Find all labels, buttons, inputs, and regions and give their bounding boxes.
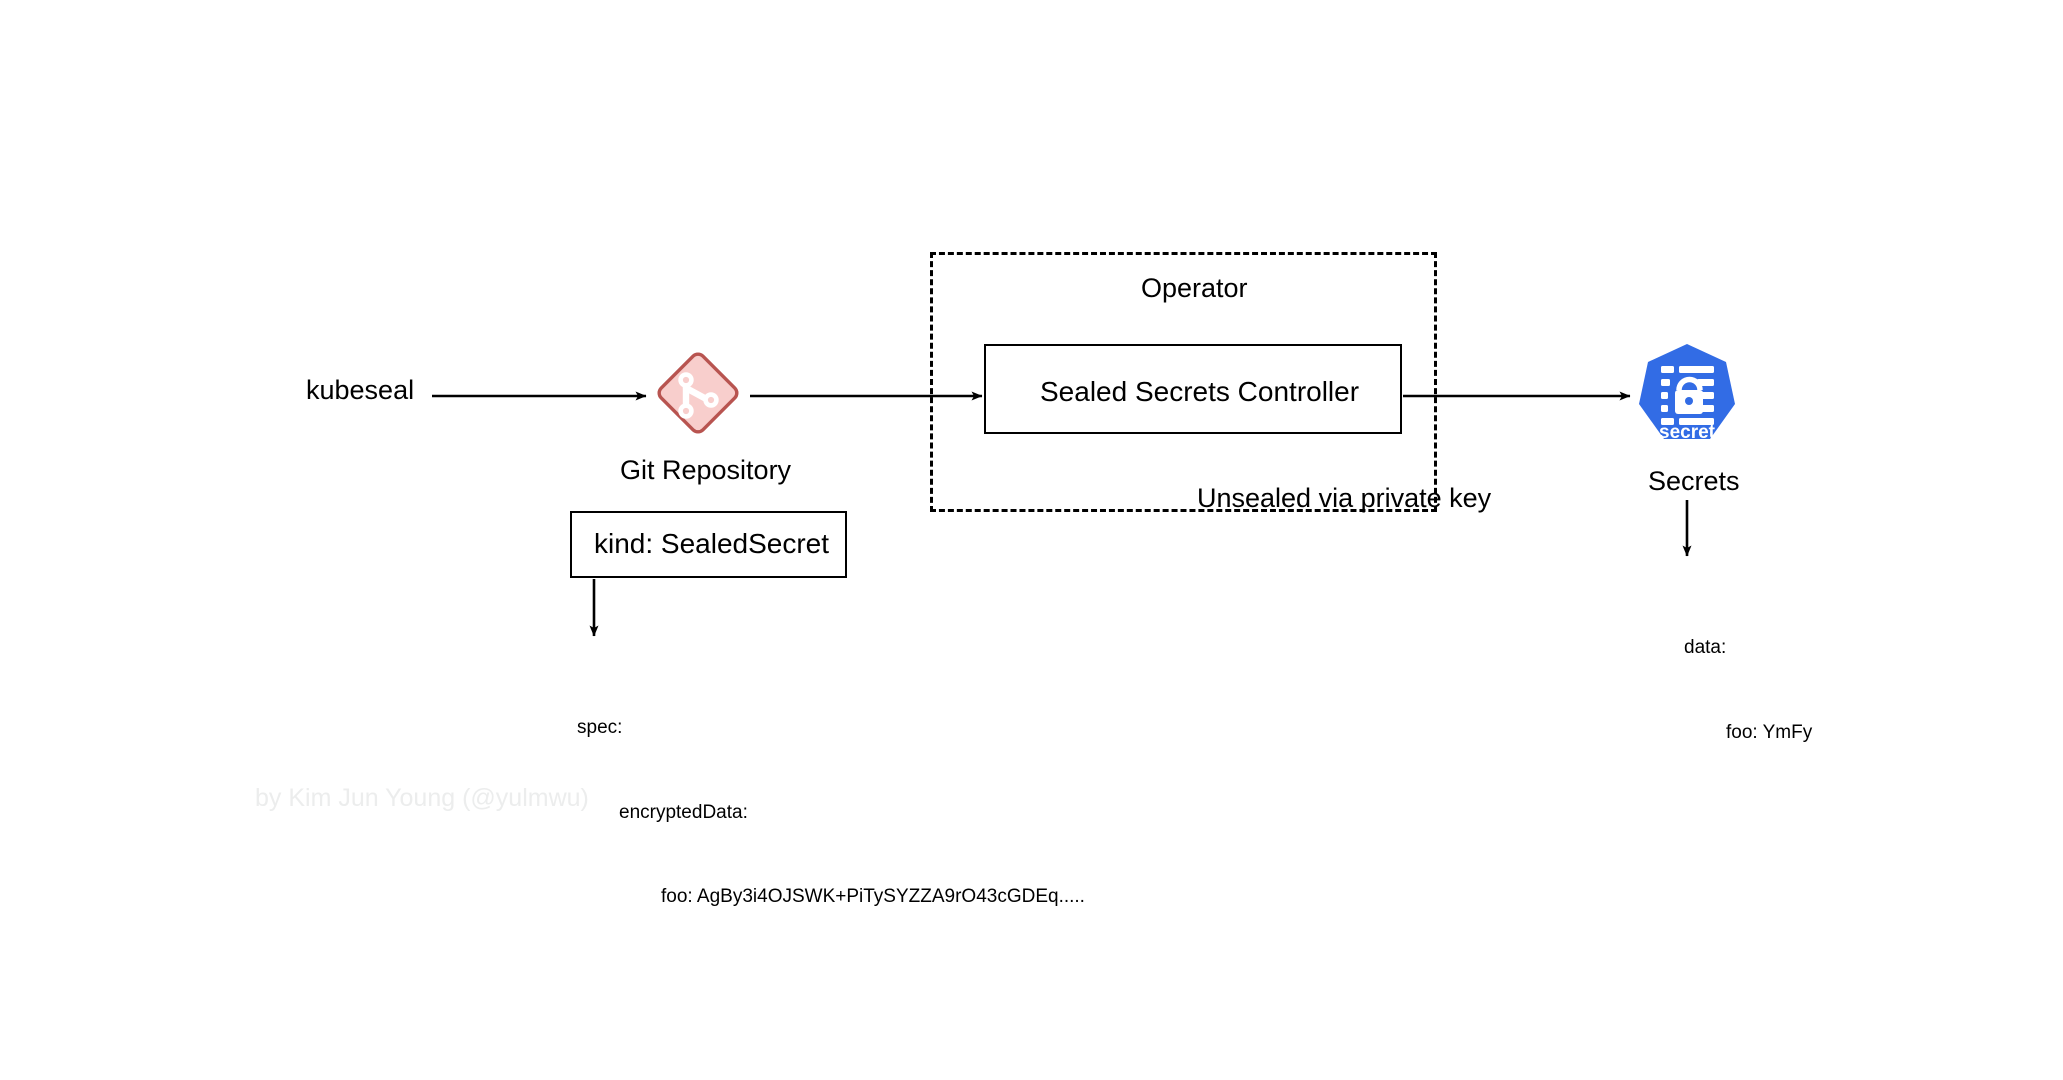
unsealed-via-private-key-label: Unsealed via private key	[1197, 483, 1492, 513]
kubernetes-secret-icon-caption: secret	[1659, 422, 1716, 443]
git-diamond-icon	[648, 343, 748, 443]
operator-boundary	[930, 252, 1437, 512]
yaml-line-encrypteddata: encryptedData:	[619, 801, 748, 823]
sealed-secrets-controller-box[interactable]	[984, 344, 1402, 434]
sealed-secret-kind-box[interactable]	[570, 511, 847, 578]
secret-data-yaml: data: foo: YmFy	[1684, 578, 1812, 803]
yaml-line-data: data:	[1684, 637, 1727, 659]
operator-label: Operator	[1141, 273, 1248, 303]
kubeseal-label: kubeseal	[306, 375, 415, 405]
sealed-secret-kind-label: kind: SealedSecret	[594, 528, 830, 559]
sealed-secrets-controller-label: Sealed Secrets Controller	[1040, 376, 1360, 407]
yaml-line-foo-plain: foo: YmFy	[1726, 721, 1813, 743]
author-watermark: by Kim Jun Young (@yulmwu)	[255, 784, 589, 812]
yaml-line-foo-encrypted: foo: AgBy3i4OJSWK+PiTySYZZA9rO43cGDEq...…	[661, 885, 1085, 907]
kubernetes-secret-icon: secret	[1632, 340, 1742, 450]
sealed-secret-yaml: spec: encryptedData: foo: AgBy3i4OJSWK+P…	[577, 658, 1085, 967]
git-repository-label: Git Repository	[620, 455, 792, 485]
secrets-label: Secrets	[1648, 466, 1740, 496]
yaml-line-spec: spec:	[577, 717, 623, 739]
